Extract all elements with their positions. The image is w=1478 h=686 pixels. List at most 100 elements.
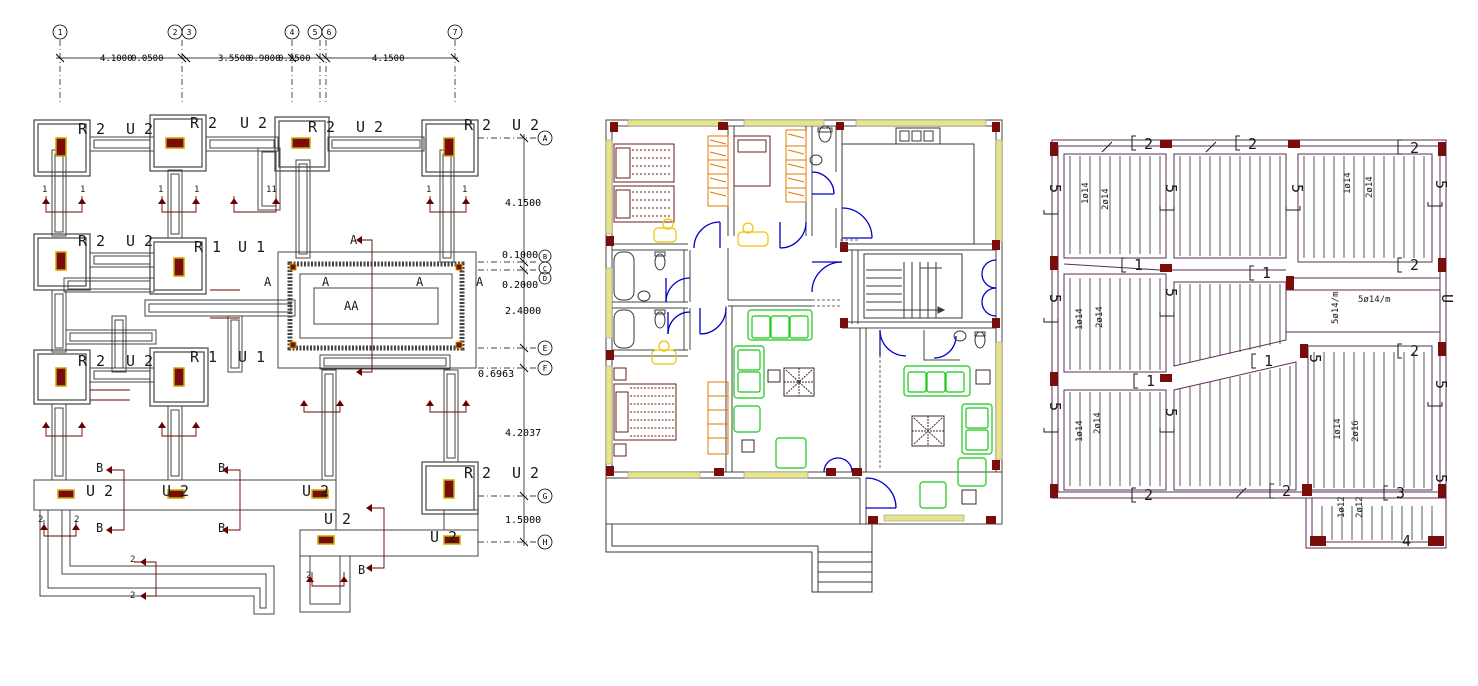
slab-label: 2 [1248, 135, 1257, 153]
section-label: 1 [426, 185, 431, 195]
grid-label: F [543, 364, 548, 373]
section-label: A [416, 275, 424, 289]
rebar-label: 1ø14 [1333, 418, 1343, 440]
grade-beams [51, 136, 459, 481]
floor-columns [606, 122, 1000, 524]
dim-text: 0.9000 [248, 54, 281, 64]
slab-label: 4 [1402, 532, 1411, 550]
column [55, 251, 67, 271]
section-label: 2 [38, 515, 43, 525]
column [55, 137, 67, 157]
slab-brackets [1043, 135, 1443, 503]
footing-label: U 2 [126, 232, 153, 250]
dim-text: 1.5000 [505, 515, 541, 526]
footing [33, 233, 91, 291]
section-label: A [350, 233, 358, 247]
section-label: 2 [130, 555, 135, 565]
stair-icon [863, 253, 963, 319]
grid-label: 7 [453, 28, 458, 37]
rebar-label: 1ø12 [1337, 496, 1347, 518]
slab-label: 5 [1432, 474, 1450, 483]
slab-label: 5 [1162, 288, 1180, 297]
column [311, 489, 329, 499]
coffee-table-icon [741, 367, 991, 505]
footing-label: U 1 [238, 238, 265, 256]
rebar-lines [1069, 156, 1433, 540]
footing-label: U 2 [126, 120, 153, 138]
beam-label: U 2 [162, 482, 189, 500]
grid-bubble-6: 6 [321, 24, 337, 40]
dim-text: 0.0500 [131, 54, 164, 64]
rebar-label: 5ø14/m [1358, 295, 1391, 305]
rebar-label: 2ø14 [1365, 176, 1375, 198]
section-arrows [40, 198, 470, 600]
footing-label: R 2 [78, 352, 105, 370]
footing-label: U 2 [512, 464, 539, 482]
rebar-labels: 1ø14 2ø14 1ø14 2ø14 1ø14 2ø14 5ø14/m 5ø1… [1075, 172, 1391, 518]
section-label: AA [344, 299, 359, 313]
dashed-openings [812, 239, 881, 470]
dim-text: 2.4000 [505, 306, 541, 317]
footing-label: U 2 [512, 116, 539, 134]
entrance-stairs [605, 524, 873, 593]
section-label: B [96, 461, 103, 475]
column [291, 137, 311, 149]
dim-text: 4.2037 [505, 428, 541, 439]
grid-label: 4 [290, 28, 295, 37]
wardrobe-icon [707, 129, 807, 455]
grid-bubble-A: A [537, 130, 553, 146]
slab-label: 2 [1144, 486, 1153, 504]
grid-label: B [543, 253, 547, 261]
footing [149, 347, 209, 407]
rebar-label: 2ø16 [1351, 420, 1361, 442]
grid-bubble-E: E [537, 340, 553, 356]
section-label: 11 [266, 185, 277, 195]
footing-label: U 1 [238, 348, 265, 366]
floor-plan [605, 119, 1003, 593]
bed-icon [613, 143, 675, 223]
rebar-label: 1ø14 [1075, 420, 1085, 442]
section-label: 1 [462, 185, 467, 195]
rebar-label: 2ø12 [1355, 496, 1365, 518]
column [443, 535, 461, 545]
column [317, 535, 335, 545]
slab-label: 5 [1046, 294, 1064, 303]
dim-text: 4.1000 [100, 54, 133, 64]
slab-label: 5 [1306, 354, 1324, 363]
section-label: 1 [158, 185, 163, 195]
section-label: 2 [74, 515, 79, 525]
slab-label: 5 [1162, 184, 1180, 193]
column [173, 367, 185, 387]
dim-text: 0.2500 [278, 54, 311, 64]
column [55, 367, 67, 387]
column [167, 489, 185, 499]
footing-label: R 2 [464, 116, 491, 134]
column [173, 257, 185, 277]
grid-bubble-2: 2 [167, 24, 183, 40]
footing-label: R 2 [464, 464, 491, 482]
grid-bubble-5: 5 [307, 24, 323, 40]
slab-label: 1 [1262, 264, 1271, 282]
section-label: 1 [42, 185, 47, 195]
slab-label: 1 [1146, 372, 1155, 390]
toilet-icon [637, 125, 986, 349]
bottom-strip-beam [33, 479, 479, 615]
rebar-label: 2ø14 [1093, 412, 1103, 434]
section-label: B [96, 521, 103, 535]
footing-label: R 2 [190, 114, 217, 132]
footing [33, 349, 91, 405]
slab-label: 5 [1432, 180, 1450, 189]
dim-text: 3.5500 [218, 54, 251, 64]
grid-label: 6 [327, 28, 332, 37]
footing [421, 119, 479, 177]
beam-label: U 2 [86, 482, 113, 500]
slab-columns [1050, 140, 1446, 546]
slab-label: 1 [1134, 256, 1143, 274]
footing-label: R 2 [308, 118, 335, 136]
slab-outline [1051, 139, 1447, 549]
beam-label: U 2 [324, 510, 351, 528]
dim-text: 4.1500 [372, 54, 405, 64]
footing-label: U 2 [240, 114, 267, 132]
dim-text: 4.1500 [505, 198, 541, 209]
